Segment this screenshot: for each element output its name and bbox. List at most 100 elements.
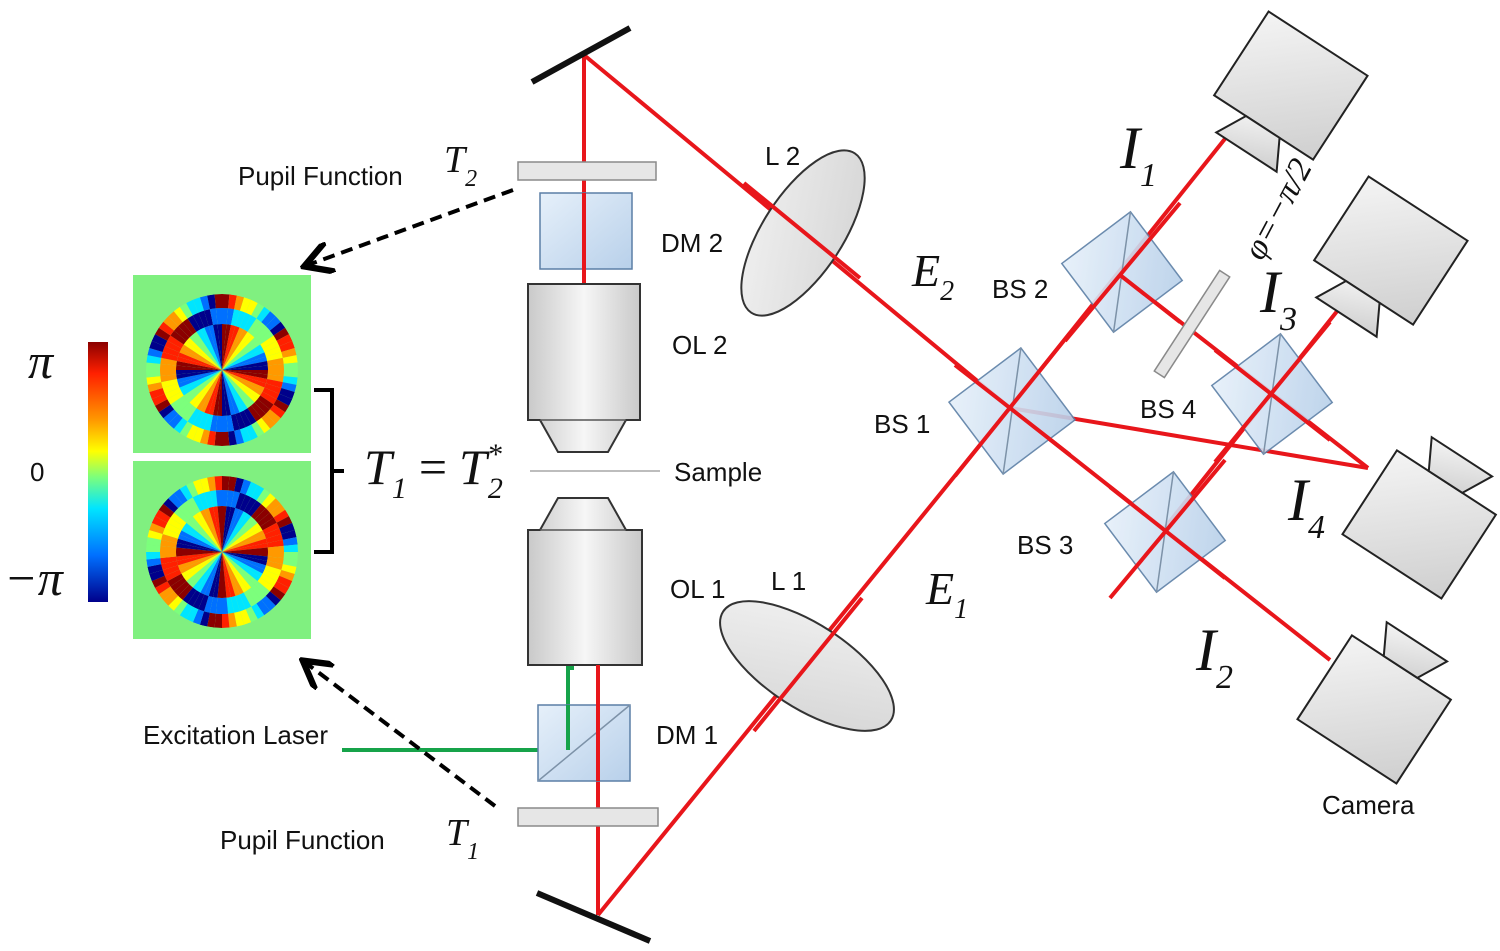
phase-wedge bbox=[214, 431, 222, 446]
phase-wedge bbox=[264, 528, 282, 539]
bs3-label: BS 3 bbox=[1017, 530, 1073, 560]
t2-symbol: T2 bbox=[444, 139, 477, 192]
phase-wedge bbox=[196, 329, 222, 370]
phase-wedge bbox=[209, 308, 218, 325]
phase-wedge bbox=[267, 545, 284, 552]
phase-wedge bbox=[222, 415, 229, 432]
phase-wedge bbox=[164, 387, 182, 400]
phase-wedge bbox=[198, 412, 209, 430]
phase-wedge bbox=[269, 503, 286, 518]
phase-wedge bbox=[204, 507, 222, 552]
phase-wedge bbox=[222, 370, 268, 375]
phase-wedge bbox=[163, 591, 179, 606]
phase-wedge bbox=[239, 592, 252, 610]
phase-wedge bbox=[162, 565, 180, 576]
camera-label: Camera bbox=[1322, 790, 1415, 820]
phase-wedge bbox=[146, 552, 161, 560]
phase-wedge bbox=[254, 399, 270, 414]
phase-wedge bbox=[167, 573, 184, 587]
phase-wedge bbox=[196, 511, 222, 552]
phase-wedge bbox=[151, 393, 168, 406]
pupil-plate-top bbox=[517, 161, 657, 181]
phase-wedge bbox=[173, 599, 188, 616]
bracket bbox=[314, 388, 344, 554]
phase-wedge bbox=[222, 506, 231, 552]
phase-wedge bbox=[281, 564, 297, 575]
phase-wedge bbox=[279, 522, 295, 535]
phase-wedge bbox=[179, 348, 222, 370]
phase-wedge bbox=[186, 552, 222, 585]
phase-wedge bbox=[208, 506, 222, 552]
phase-wedge bbox=[179, 370, 222, 392]
phase-wedge bbox=[196, 552, 222, 593]
phase-wedge bbox=[264, 383, 282, 394]
phase-wedge bbox=[147, 382, 163, 393]
phase-wedge bbox=[160, 370, 177, 377]
phase-wedge bbox=[168, 595, 183, 611]
phase-wedge bbox=[200, 370, 222, 413]
phase-wedge bbox=[187, 315, 201, 332]
phase-wedge bbox=[200, 509, 222, 552]
bs1-label: BS 1 bbox=[874, 409, 930, 439]
phase-wedge bbox=[247, 318, 262, 335]
phase-wedge bbox=[192, 592, 205, 610]
phase-wedge bbox=[234, 477, 245, 493]
phase-wedge bbox=[260, 517, 277, 531]
phase-wedge bbox=[147, 347, 163, 358]
phase-wedge bbox=[239, 609, 252, 625]
phase-wedge bbox=[199, 477, 210, 493]
phase-wedge bbox=[158, 321, 175, 336]
phase-wedge bbox=[260, 391, 277, 405]
phase-wedge bbox=[179, 302, 193, 319]
phase-wedge bbox=[262, 340, 280, 353]
phase-wedge bbox=[222, 530, 265, 552]
phase-wedge bbox=[222, 370, 268, 379]
phase-wedge bbox=[161, 378, 178, 388]
camera-i2 bbox=[1296, 620, 1453, 785]
phase-wedge bbox=[151, 575, 168, 588]
phase-wedge bbox=[160, 552, 177, 559]
phase-wedge bbox=[154, 509, 171, 523]
phase-wedge bbox=[176, 547, 222, 552]
phase-wedge bbox=[200, 327, 222, 370]
phase-wedge bbox=[163, 316, 179, 331]
phase-wedge bbox=[177, 552, 222, 570]
phase-wedge bbox=[149, 569, 165, 582]
phase-wedge bbox=[147, 529, 163, 540]
phase-wedge bbox=[222, 370, 255, 406]
phase-wedge bbox=[222, 431, 230, 446]
phase-wedge bbox=[183, 522, 222, 552]
phase-wedge bbox=[179, 530, 222, 552]
phase-wedge bbox=[176, 538, 222, 552]
phase-wedge bbox=[222, 329, 248, 370]
dichroic-mirror-1 bbox=[537, 704, 631, 782]
top-mirror bbox=[530, 25, 632, 85]
phase-wedge bbox=[226, 308, 235, 325]
objective-lens-2 bbox=[527, 283, 641, 453]
phase-wedge bbox=[146, 370, 161, 378]
bs4-label: BS 4 bbox=[1140, 394, 1196, 424]
phase-wedge bbox=[174, 581, 190, 596]
phase-wedge bbox=[228, 612, 237, 628]
phase-wedge bbox=[273, 399, 290, 413]
phase-wedge bbox=[146, 376, 162, 385]
bs2-label: BS 2 bbox=[992, 274, 1048, 304]
phase-wedge bbox=[256, 488, 271, 505]
l2-label: L 2 bbox=[765, 141, 800, 171]
phase-wedge bbox=[176, 370, 222, 375]
phase-wedge bbox=[256, 599, 271, 616]
phase-wedge bbox=[281, 382, 297, 393]
phase-wedge bbox=[199, 611, 210, 627]
phase-wedge bbox=[208, 552, 222, 598]
phase-wedge bbox=[168, 413, 183, 429]
phase-wedge bbox=[222, 552, 261, 582]
phase-wedge bbox=[199, 429, 210, 445]
phase-wedge bbox=[176, 552, 222, 561]
phase-wedge bbox=[187, 408, 201, 425]
phase-wedge bbox=[174, 326, 190, 341]
pupil-function-image-top bbox=[133, 275, 311, 453]
phase-wedge bbox=[215, 490, 222, 507]
phase-wedge bbox=[222, 370, 263, 396]
phase-wedge bbox=[222, 547, 268, 552]
phase-wedge bbox=[176, 356, 222, 370]
